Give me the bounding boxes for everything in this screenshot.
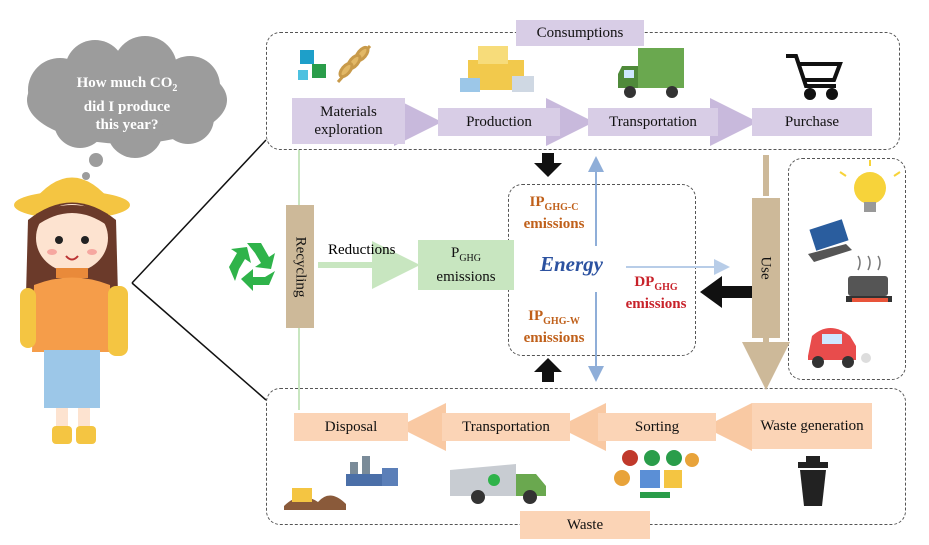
step-waste-generation: Waste generation: [752, 403, 872, 449]
ipghg-w-emissions: IPGHG-W emissions: [512, 308, 596, 347]
question-text: How much CO2 did I produce this year?: [42, 74, 212, 134]
thought-cloud: [27, 36, 227, 180]
ipghg-c-emissions: IPGHG-C emissions: [512, 194, 596, 233]
consumptions-title: Consumptions: [516, 20, 644, 46]
dpghg-sub: GHG: [654, 282, 678, 293]
pghg-emissions-box: PGHG emissions: [418, 240, 514, 290]
step-transportation-waste: Transportation: [442, 413, 570, 441]
industry-icon: [346, 456, 398, 486]
girl-avatar: [14, 177, 130, 444]
use-text: Use: [757, 256, 774, 280]
pghg-sub: GHG: [459, 253, 481, 264]
factory-boxes-icon: [460, 46, 534, 92]
energy-label: Energy: [540, 252, 603, 276]
garbage-truck-icon: [450, 464, 546, 504]
ipghg-w-sub: GHG-W: [543, 316, 580, 327]
recycle-icon: [229, 243, 275, 291]
pghg-main: P: [450, 245, 460, 261]
dpghg-main: DP: [634, 274, 655, 290]
ipghg-w-line2: emissions: [523, 330, 585, 346]
cone-line-top: [131, 139, 267, 284]
step-disposal: Disposal: [294, 413, 408, 441]
ipghg-c-sub: GHG-C: [544, 202, 579, 213]
ipghg-w-main: IP: [528, 308, 544, 324]
light-bulb-icon: [839, 160, 901, 212]
truck-icon: [618, 48, 684, 98]
ipghg-c-main: IP: [529, 194, 545, 210]
step-purchase: Purchase: [752, 108, 872, 136]
ipghg-w-line1: IPGHG-W: [512, 308, 596, 330]
laptop-icon: [808, 219, 852, 262]
recycling-label: Recycling: [286, 205, 314, 328]
question-line2: did I produce: [83, 99, 171, 115]
question-line1: How much CO: [76, 75, 173, 91]
waste-title: Waste: [520, 511, 650, 539]
reductions-label: Reductions: [328, 242, 396, 258]
shopping-cart-icon: [786, 54, 843, 100]
use-icons-container: [788, 158, 906, 380]
sorting-bins-icon: [614, 450, 699, 498]
car-icon: [808, 328, 871, 368]
landfill-icon: [284, 488, 346, 510]
use-label: Use: [752, 198, 780, 338]
step-production: Production: [438, 108, 560, 136]
dpghg-line2: emissions: [625, 296, 687, 312]
cone-line-bottom: [131, 282, 267, 401]
dpghg-line1: DPGHG: [612, 274, 700, 296]
ipghg-c-line1: IPGHG-C: [512, 194, 596, 216]
material-blocks-icon: [298, 50, 326, 80]
recycling-text: Recycling: [292, 236, 309, 297]
step-materials-exploration: Materials exploration: [292, 98, 405, 144]
trash-bin-icon: [798, 456, 828, 506]
co2-subscript: 2: [172, 83, 178, 94]
pghg-line1: PGHG: [451, 244, 481, 268]
ipghg-c-line2: emissions: [523, 216, 585, 232]
question-line3: this year?: [95, 117, 159, 133]
step-sorting: Sorting: [598, 413, 716, 441]
wheat-icon: [336, 45, 372, 83]
cooking-pot-icon: [846, 255, 892, 302]
black-arrow-up: [534, 358, 562, 382]
black-arrow-left: [700, 276, 752, 308]
step-transportation-consumption: Transportation: [588, 108, 718, 136]
pghg-line2: emissions: [436, 269, 496, 285]
black-arrow-down: [534, 153, 562, 177]
dpghg-emissions: DPGHG emissions: [612, 274, 700, 313]
